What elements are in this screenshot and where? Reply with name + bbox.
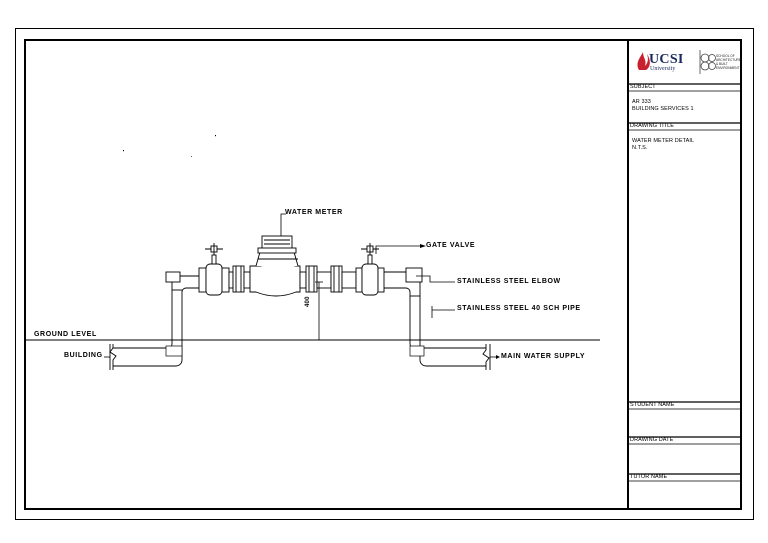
- water-meter: [249, 235, 301, 297]
- height-dimension: [315, 281, 323, 340]
- subject-code: AR 333: [632, 99, 651, 105]
- union-fittings-left: [228, 265, 251, 293]
- main-water-supply-label: MAIN WATER SUPPLY: [501, 353, 586, 360]
- school-line-4: ENVIRONMENT: [716, 66, 740, 70]
- subject-name: BUILDING SERVICES 1: [632, 106, 694, 112]
- ucsi-logo-subtitle: University: [650, 66, 676, 72]
- school-line-1: SCHOOL OF: [716, 54, 735, 58]
- gate-valve-left: [198, 243, 230, 296]
- drawing-scale: N.T.S.: [632, 145, 648, 151]
- drawing-title-label: DRAWING TITLE: [630, 123, 675, 129]
- pipe-label: STAINLESS STEEL 40 SCH PIPE: [457, 305, 581, 312]
- subject-label: SUBJECT: [630, 84, 656, 90]
- drawing-sheet-border: [15, 28, 754, 520]
- ground-level-label: GROUND LEVEL: [34, 331, 97, 338]
- drawing-title: WATER METER DETAIL: [632, 138, 695, 144]
- school-emblem-icon: [699, 50, 716, 74]
- ucsi-logo-text: UCSI: [649, 52, 684, 67]
- drawing-date-label: DRAWING DATE: [630, 437, 674, 443]
- drawing-frame: [24, 39, 742, 510]
- water-meter-label: WATER METER: [285, 209, 343, 216]
- building-side-pipe: [109, 271, 206, 370]
- gate-valve-label: GATE VALVE: [426, 242, 476, 249]
- elbow-label: STAINLESS STEEL ELBOW: [457, 278, 561, 285]
- ucsi-flame-icon: [637, 52, 650, 70]
- school-line-3: & BUILT: [716, 62, 728, 66]
- union-fittings-right: [299, 265, 357, 293]
- school-name: SCHOOL OF ARCHITECTURE & BUILT ENVIRONME…: [716, 54, 742, 70]
- stray-marks: [123, 135, 216, 157]
- dimension-label: 400: [305, 296, 311, 307]
- tutor-name-label: TUTOR NAME: [630, 474, 668, 480]
- school-line-2: ARCHITECTURE: [716, 58, 741, 62]
- building-label: BUILDING: [64, 352, 103, 359]
- title-block-lines: [627, 40, 742, 509]
- gate-valve-right: [355, 243, 385, 296]
- label-leaders: [104, 213, 496, 358]
- leader-arrowheads: [420, 244, 500, 359]
- student-name-label: STUDENT NAME: [630, 402, 675, 408]
